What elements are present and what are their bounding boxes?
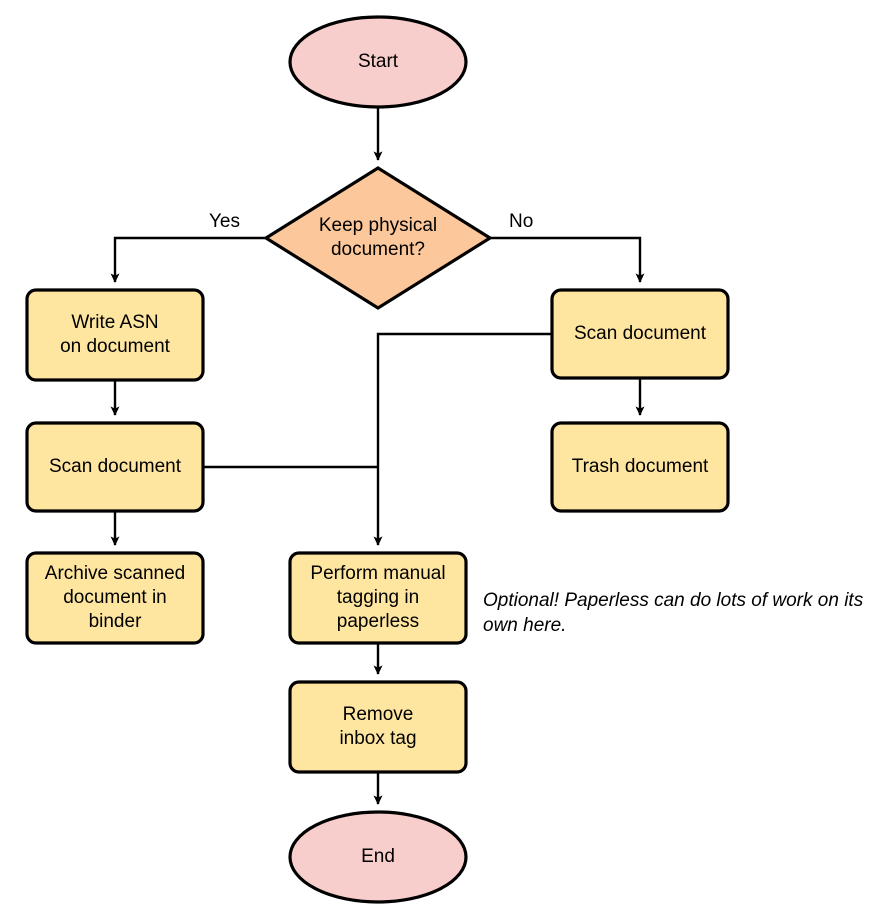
node-remove-inbox-tag[interactable]	[288, 680, 468, 774]
edge-label-yes: Yes	[209, 211, 240, 232]
node-trash-document[interactable]	[550, 421, 730, 513]
node-keep-physical-document[interactable]	[262, 166, 494, 310]
edge-label-no: No	[509, 211, 534, 232]
node-end[interactable]	[288, 810, 468, 904]
node-manual-tagging[interactable]	[288, 551, 468, 645]
edge-decision-to-scan-right	[490, 236, 645, 283]
node-write-asn[interactable]	[25, 288, 205, 382]
edge-layer	[110, 107, 645, 805]
edge-decision-to-write-asn	[110, 236, 266, 283]
node-archive-binder[interactable]	[25, 551, 205, 645]
node-start[interactable]	[288, 15, 468, 109]
node-scan-document-right[interactable]	[550, 288, 730, 380]
edge-scan-right-to-tagging	[373, 332, 552, 546]
annotation-optional-note: Optional! Paperless can do lots of work …	[483, 590, 864, 636]
node-scan-document-left[interactable]	[25, 421, 205, 513]
node-layer	[25, 15, 730, 904]
